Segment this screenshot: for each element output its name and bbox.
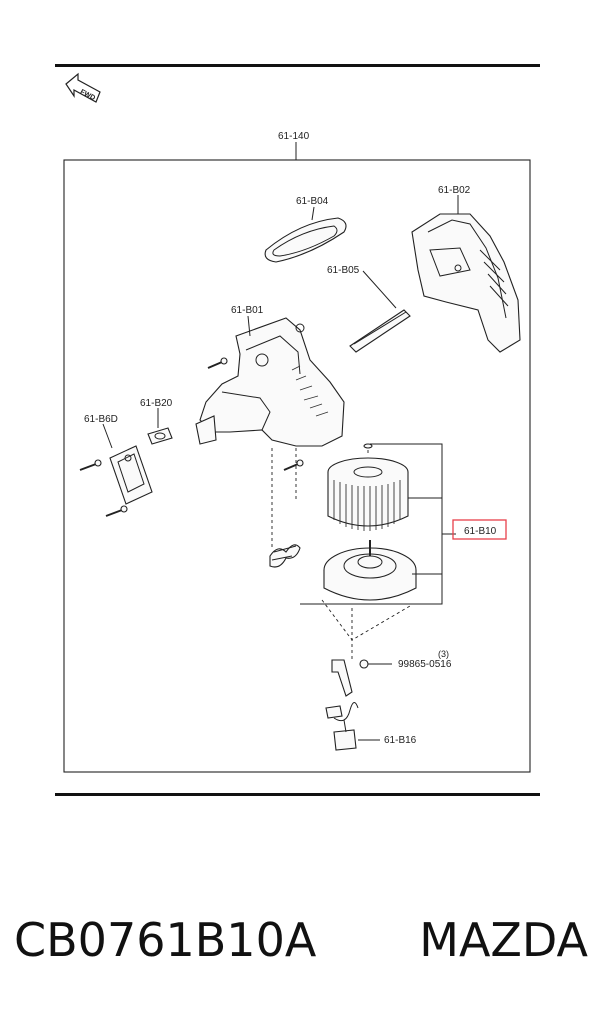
highlight-box-61-b10 <box>452 519 507 540</box>
actuator-61-b6d <box>109 445 153 505</box>
wire-harness <box>269 544 301 568</box>
label-61-b01: 61-B01 <box>231 305 264 316</box>
caption-bar: CB0761B10A MAZDA <box>0 905 600 975</box>
label-61-b10: 61-B10 <box>464 526 497 537</box>
assembly-frame <box>63 159 531 773</box>
label-61-b16: 61-B16 <box>384 735 417 746</box>
screw-icon <box>79 459 102 471</box>
bracket-plate <box>331 659 353 697</box>
label-61-b6d: 61-B6D <box>84 414 118 425</box>
label-61-b05: 61-B05 <box>327 265 360 276</box>
label-61-b20: 61-B20 <box>140 398 173 409</box>
grommet-61-b20 <box>147 427 173 445</box>
seal-strip-61-b05 <box>349 309 411 353</box>
blower-assembly-diagram: FWD 61-140 61-B04 61-B02 61-B05 61-B01 <box>63 72 531 773</box>
screw-icon <box>359 659 392 669</box>
upper-case-61-b02 <box>411 213 521 353</box>
label-screw-qty: (3) <box>438 649 449 659</box>
label-61-b02: 61-B02 <box>438 185 471 196</box>
screw-icon <box>283 459 304 471</box>
screw-icon <box>207 357 228 369</box>
label-61-140: 61-140 <box>278 131 310 142</box>
gasket-ring-61-b04 <box>264 217 347 263</box>
brand-name: MAZDA <box>419 913 588 967</box>
blower-fan-wheel <box>327 443 409 531</box>
fwd-arrow-icon: FWD <box>65 72 101 103</box>
screw-icon <box>105 505 128 517</box>
connector-61-b16 <box>325 702 359 751</box>
blower-motor <box>323 540 417 601</box>
lower-case-61-b01 <box>195 317 345 447</box>
label-99865-0516: 99865-0516 <box>398 659 452 670</box>
bottom-rule <box>55 793 540 796</box>
top-rule <box>55 64 540 67</box>
part-number: CB0761B10A <box>14 913 317 967</box>
label-61-b04: 61-B04 <box>296 196 329 207</box>
